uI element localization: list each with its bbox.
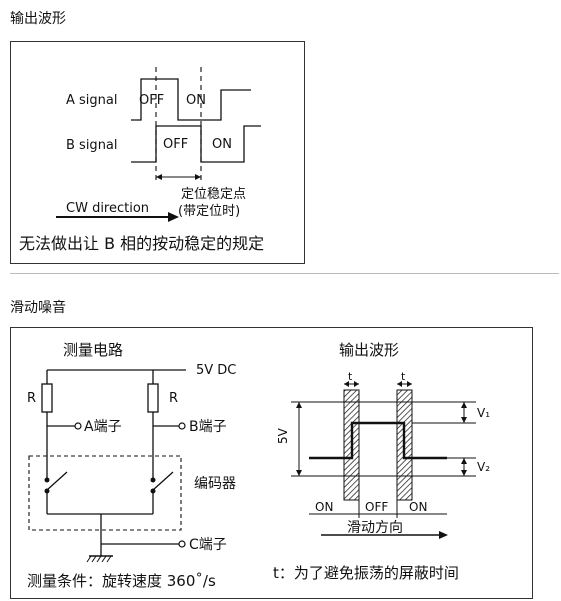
- t-note: t：为了避免振荡的屏蔽时间: [273, 564, 459, 582]
- resistor-left-label: R: [27, 391, 36, 406]
- resistor-right: [147, 383, 159, 413]
- v1-label: V₁: [477, 406, 490, 420]
- terminal-a-dot: [74, 422, 82, 430]
- resistor-right-label: R: [169, 391, 178, 406]
- bracket-arrow-right: [195, 174, 201, 180]
- waveform-title: 输出波形: [339, 341, 399, 359]
- b-signal-waveform: [131, 125, 261, 163]
- switch-b: [152, 471, 174, 491]
- measurement-condition: 测量条件：旋转速度 360˚/s: [27, 572, 216, 590]
- off-mid-label: OFF: [365, 500, 388, 514]
- terminal-b-dot: [178, 422, 186, 430]
- ab-signal-diagram: A signal B signal OFF ON OFF ON CW direc…: [19, 67, 264, 253]
- waveform-caption: 无法做出让 B 相的按动稳定的规定: [19, 234, 264, 253]
- output-waveform-panel: A signal B signal OFF ON OFF ON CW direc…: [10, 41, 305, 264]
- encoder-label: 编码器: [194, 476, 236, 492]
- t-left-label: t: [348, 370, 353, 383]
- terminal-b-label: B端子: [189, 419, 227, 435]
- section-divider: [10, 273, 559, 274]
- encoder-box: [28, 455, 182, 531]
- sliding-noise-panel: 测量电路 5V DC R A端子 R B端子 编码器: [10, 327, 533, 599]
- a-signal-waveform: [131, 78, 251, 121]
- ground-icon: [86, 555, 113, 563]
- a-off-label: OFF: [139, 93, 164, 108]
- circuit-title: 测量电路: [63, 341, 123, 359]
- cw-direction-label: CW direction: [66, 201, 149, 216]
- b-off-label: OFF: [163, 137, 188, 152]
- stable-point-label: 定位稳定点: [181, 186, 246, 202]
- sliding-noise-diagram: 测量电路 5V DC R A端子 R B端子 编码器: [27, 341, 490, 590]
- bracket-arrow-left: [156, 174, 162, 180]
- b-on-label: ON: [212, 137, 232, 152]
- t-right-label: t: [401, 370, 406, 383]
- terminal-c-label: C端子: [189, 537, 227, 553]
- a-on-label: ON: [186, 93, 206, 108]
- switch-a: [46, 471, 68, 491]
- terminal-a-label: A端子: [84, 419, 122, 435]
- on-right-label: ON: [409, 500, 427, 514]
- on-left-label: ON: [315, 500, 333, 514]
- cw-direction-arrow-head: [168, 212, 179, 222]
- stable-point-note: (带定位时): [178, 204, 240, 219]
- vdc-label: 5V DC: [196, 363, 236, 378]
- resistor-left: [41, 383, 53, 413]
- slide-direction-arrow-head: [439, 531, 448, 539]
- slide-direction-label: 滑动方向: [347, 519, 403, 536]
- b-signal-label: B signal: [66, 138, 118, 153]
- section-title-output-waveform: 输出波形: [10, 11, 66, 27]
- terminal-c-dot: [178, 540, 186, 548]
- five-v-label: 5V: [276, 427, 290, 444]
- v2-label: V₂: [477, 460, 490, 474]
- section-title-sliding-noise: 滑动噪音: [10, 300, 66, 316]
- a-signal-label: A signal: [66, 93, 117, 108]
- pulse-waveform: [309, 421, 447, 460]
